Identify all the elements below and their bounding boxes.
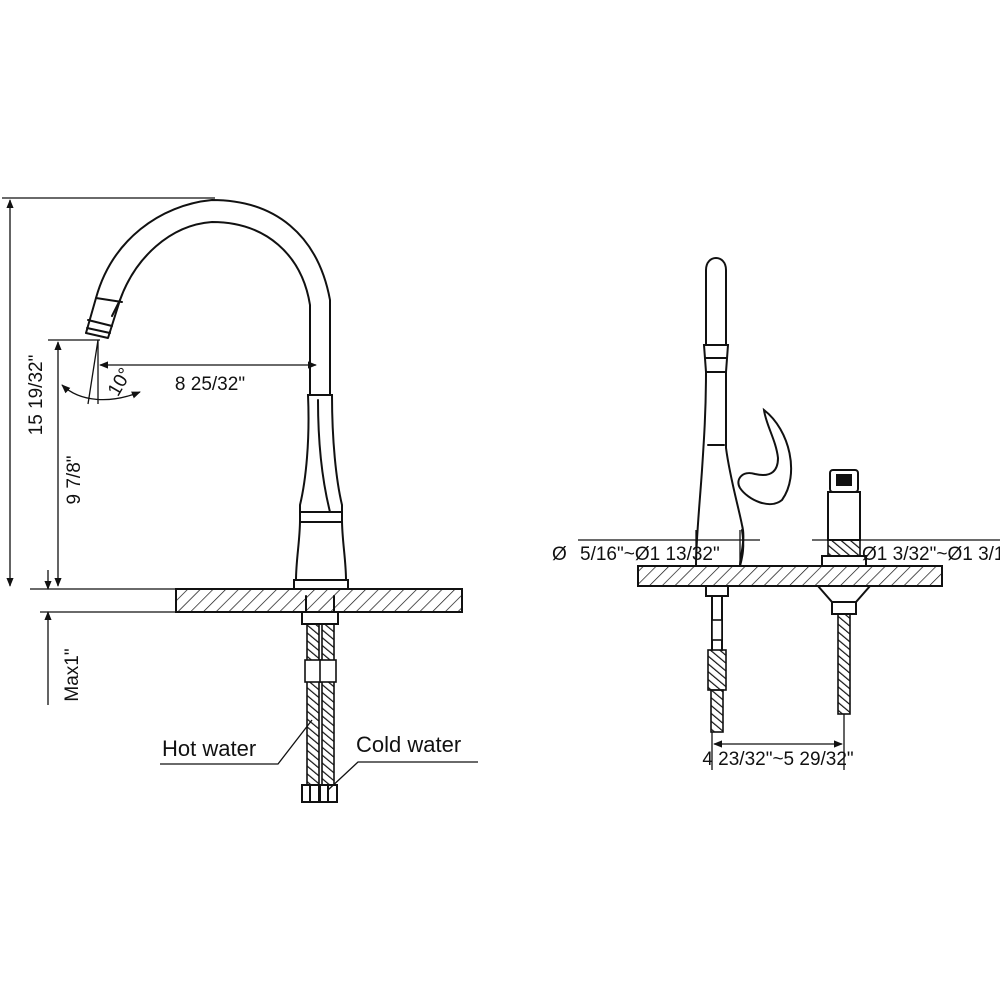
reach-label: 8 25/32" [175,374,245,395]
side-spray-head [705,257,727,346]
front-base-ring [293,579,349,590]
side-hose-braid [710,689,724,733]
sprayer-base [821,555,867,567]
front-shank [301,611,339,625]
hot-water-leader [160,719,313,765]
sprayer-hose [837,613,851,715]
deck-max-label: Max1" [62,648,83,701]
hole-diameter-label: 5/16"~Ø1 13/32" [580,544,720,565]
spacing-label: 4 23/32"~5 29/32" [702,749,853,770]
side-view: Ø 5/16"~Ø1 13/32" Ø1 3/32"~Ø1 3/16" 4 23… [552,257,1000,770]
cold-supply-hose [321,623,335,790]
hole-diameter-prefix: Ø [552,544,567,565]
side-faucet-body [694,371,745,567]
hot-supply-hose [306,623,320,790]
height-spout-label: 9 7/8" [64,455,85,504]
side-handle [737,407,793,506]
front-countertop [175,588,463,613]
height-total-label: 15 19/32" [26,355,47,436]
sprayer-hole-diameter-label: Ø1 3/32"~Ø1 3/16" [862,544,1000,565]
angle-arc [61,384,141,401]
side-hose-fitting [707,649,727,691]
cold-water-label: Cold water [356,732,461,757]
front-aerator [85,297,123,339]
front-spout [85,199,331,396]
front-view: 15 19/32" 9 7/8" 8 25/32" 10° Max1" Hot … [2,197,478,803]
hot-water-label: Hot water [162,736,256,761]
side-countertop [637,565,943,587]
front-faucet-body [294,394,348,581]
cold-water-leader [327,761,478,791]
sprayer-body [827,491,861,541]
